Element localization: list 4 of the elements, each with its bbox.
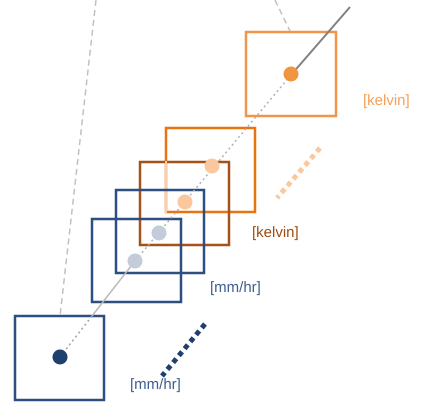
unit-label: [kelvin] xyxy=(363,92,410,110)
unit-label: [kelvin] xyxy=(252,224,299,242)
unit-label: [mm/hr] xyxy=(210,279,261,297)
unit-label: [mm/hr] xyxy=(130,376,181,394)
